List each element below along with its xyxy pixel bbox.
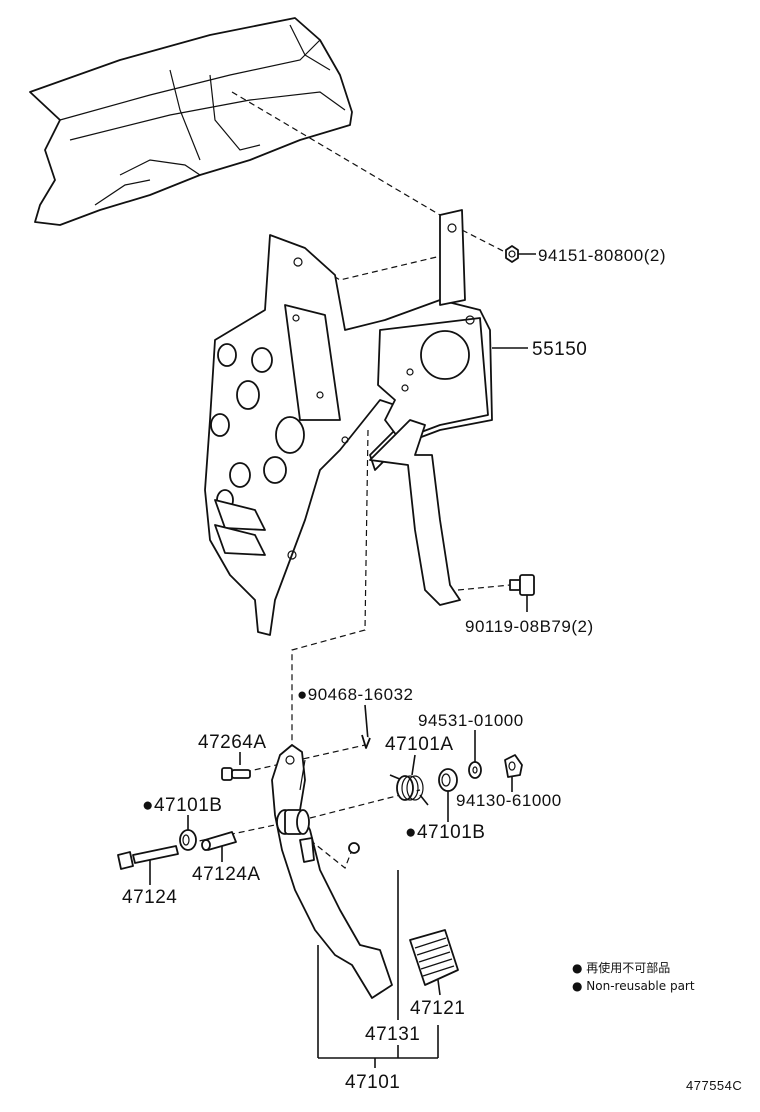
alignment-line-top (231, 91, 441, 216)
label-90468: ●90468-16032 (297, 685, 413, 704)
nut-94130 (504, 754, 523, 778)
legend-japanese: ● 再使用不可部品 (572, 960, 670, 975)
leader-47101A (411, 754, 416, 776)
pedal-bracket-55150 (204, 209, 528, 636)
label-55150: 55150 (532, 339, 587, 360)
label-47101A: 47101A (385, 734, 454, 755)
bolt-90119 (509, 574, 535, 612)
pedal-lever-47131 (271, 744, 393, 999)
label-94151: 94151-80800(2) (538, 246, 666, 265)
label-94130: 94130-61000 (456, 791, 562, 810)
dashboard-panel (29, 17, 353, 226)
label-47101B-right: ●47101B (405, 822, 485, 843)
label-47124A: 47124A (192, 864, 261, 885)
bolt-47124 (117, 845, 179, 870)
leader-90468 (364, 704, 369, 741)
label-47101: 47101 (345, 1072, 400, 1093)
washer-94531 (468, 761, 482, 779)
label-47131: 47131 (365, 1024, 420, 1045)
label-47264A: 47264A (198, 732, 267, 753)
pin-axis-line (244, 744, 366, 773)
pin-47264A (221, 767, 251, 781)
legend-english: ● Non-reusable part (572, 979, 695, 993)
label-90119: 90119-08B79(2) (465, 617, 594, 636)
pedal-pad-47121 (409, 929, 459, 996)
bushing-47101B-left (179, 829, 197, 851)
clevis-line (309, 839, 353, 869)
label-94531: 94531-01000 (418, 711, 524, 730)
bushing-47101B-right (438, 768, 458, 792)
spring-47101A (389, 774, 429, 806)
alignment-line-pedal (291, 429, 369, 750)
label-47124: 47124 (122, 887, 177, 908)
label-47121: 47121 (410, 998, 465, 1019)
nut-94151 (505, 245, 536, 263)
alignment-line-nut (461, 229, 506, 253)
bolt-axis-line (179, 824, 276, 846)
alignment-line-bolt (457, 584, 511, 591)
label-47101B-left: ●47101B (142, 795, 222, 816)
assembly-bracket-lines (317, 870, 439, 1068)
collar-47124A (201, 831, 237, 851)
clip-90468 (361, 734, 371, 749)
figure-id: 477554C (686, 1078, 742, 1093)
